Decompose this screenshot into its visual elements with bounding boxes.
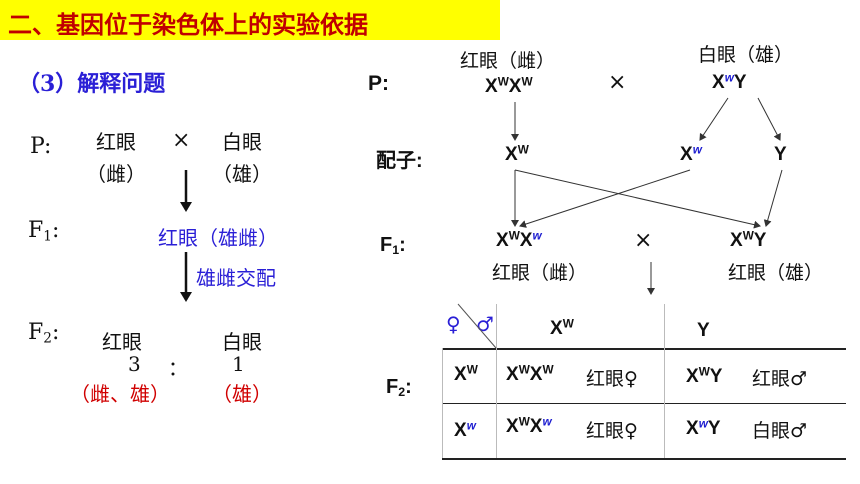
table-line-left: [442, 348, 443, 458]
arrow-male-to-y-gamete: [757, 97, 781, 141]
left-mating-label: 雄雌交配: [196, 266, 276, 290]
genotype-male-parent: XwY: [712, 71, 747, 93]
right-male-label: 白眼（雄）: [698, 44, 794, 66]
table-r2c2-phenotype: 白眼♂: [752, 420, 808, 442]
left-f1-sub: 1: [43, 228, 52, 245]
left-f1-label: F1:: [28, 218, 59, 243]
table-line-col2: [664, 304, 665, 458]
arrow-xw-recessive-to-f1-female: [519, 169, 691, 228]
left-parent-female-phenotype: 红眼: [96, 130, 136, 154]
gamete-xw-recessive-male: Xw: [680, 143, 702, 165]
arrow-xw-to-f1-male: [514, 169, 761, 229]
ratio-three: 3: [128, 352, 141, 376]
right-p-label: P:: [368, 72, 389, 95]
left-f2-red-phenotype: 红眼: [102, 330, 142, 354]
gamete-y-male: Y: [774, 144, 787, 165]
right-female-label: 红眼（雌）: [460, 50, 556, 72]
ratio-one: 1: [232, 352, 245, 376]
table-r1c1-phenotype: 红眼♀: [586, 368, 638, 390]
table-row1-header: XW: [454, 363, 478, 385]
section-heading: （3）解释问题: [18, 71, 166, 97]
table-r1c2-genotype: XWY: [686, 365, 723, 387]
left-parent-male-phenotype: 白眼: [222, 130, 262, 154]
table-r2c2-genotype: XwY: [686, 417, 721, 439]
ratio-colon: ：: [168, 356, 188, 380]
genotype-female-parent: XWXW: [485, 75, 533, 97]
left-f2-label: F2:: [28, 320, 59, 345]
left-f2-red-sex: （雌、雄）: [70, 382, 170, 406]
left-f2-white-phenotype: 白眼: [222, 330, 262, 354]
table-header-y: Y: [697, 320, 710, 341]
left-f2-letter: F: [28, 320, 44, 345]
table-r1c1-genotype: XWXW: [506, 363, 554, 385]
left-f1-letter: F: [28, 218, 44, 243]
table-line-middle: [442, 403, 846, 404]
right-cross-symbol-p: ×: [608, 70, 627, 95]
left-f1-phenotype: 红眼（雄雌）: [158, 226, 278, 250]
f1-female-phenotype: 红眼（雌）: [492, 262, 588, 284]
f1-male-genotype: XWY: [730, 229, 767, 251]
corner-female-symbol: ♀: [446, 312, 461, 336]
left-f2-white-sex: （雄）: [212, 382, 272, 406]
left-cross-symbol: ×: [172, 128, 191, 153]
right-f1-label: F1:: [380, 234, 406, 258]
title-banner: [0, 0, 500, 40]
left-parent-male-sex: （雄）: [212, 162, 272, 186]
arrow-y-to-f1-male: [763, 169, 783, 227]
table-line-col1: [496, 304, 497, 458]
gamete-xw-female: XW: [505, 143, 529, 165]
left-f2-colon: :: [51, 320, 60, 345]
table-corner-diagonal: [457, 303, 497, 349]
table-row2-header: Xw: [454, 419, 476, 441]
arrow-male-to-xw-gamete: [699, 97, 729, 141]
right-cross-symbol-f1: ×: [634, 228, 653, 253]
f1-female-genotype: XWXw: [496, 229, 542, 251]
gametes-label: 配子:: [376, 150, 423, 172]
left-p-label: P:: [30, 134, 52, 159]
page-title: 二、基因位于染色体上的实验依据: [8, 10, 368, 39]
table-r2c1-phenotype: 红眼♀: [586, 420, 638, 442]
left-f2-sub: 2: [43, 330, 52, 347]
table-r1c2-phenotype: 红眼♂: [752, 368, 808, 390]
f1-male-phenotype: 红眼（雄）: [728, 262, 824, 284]
left-parent-female-sex: （雌）: [86, 162, 146, 186]
left-f1-colon: :: [51, 218, 60, 243]
right-f2-label: F2:: [386, 376, 412, 400]
table-r2c1-genotype: XWXw: [506, 415, 552, 437]
table-line-header: [442, 348, 846, 350]
table-line-bottom: [442, 458, 846, 460]
table-header-xw: XW: [550, 317, 574, 339]
